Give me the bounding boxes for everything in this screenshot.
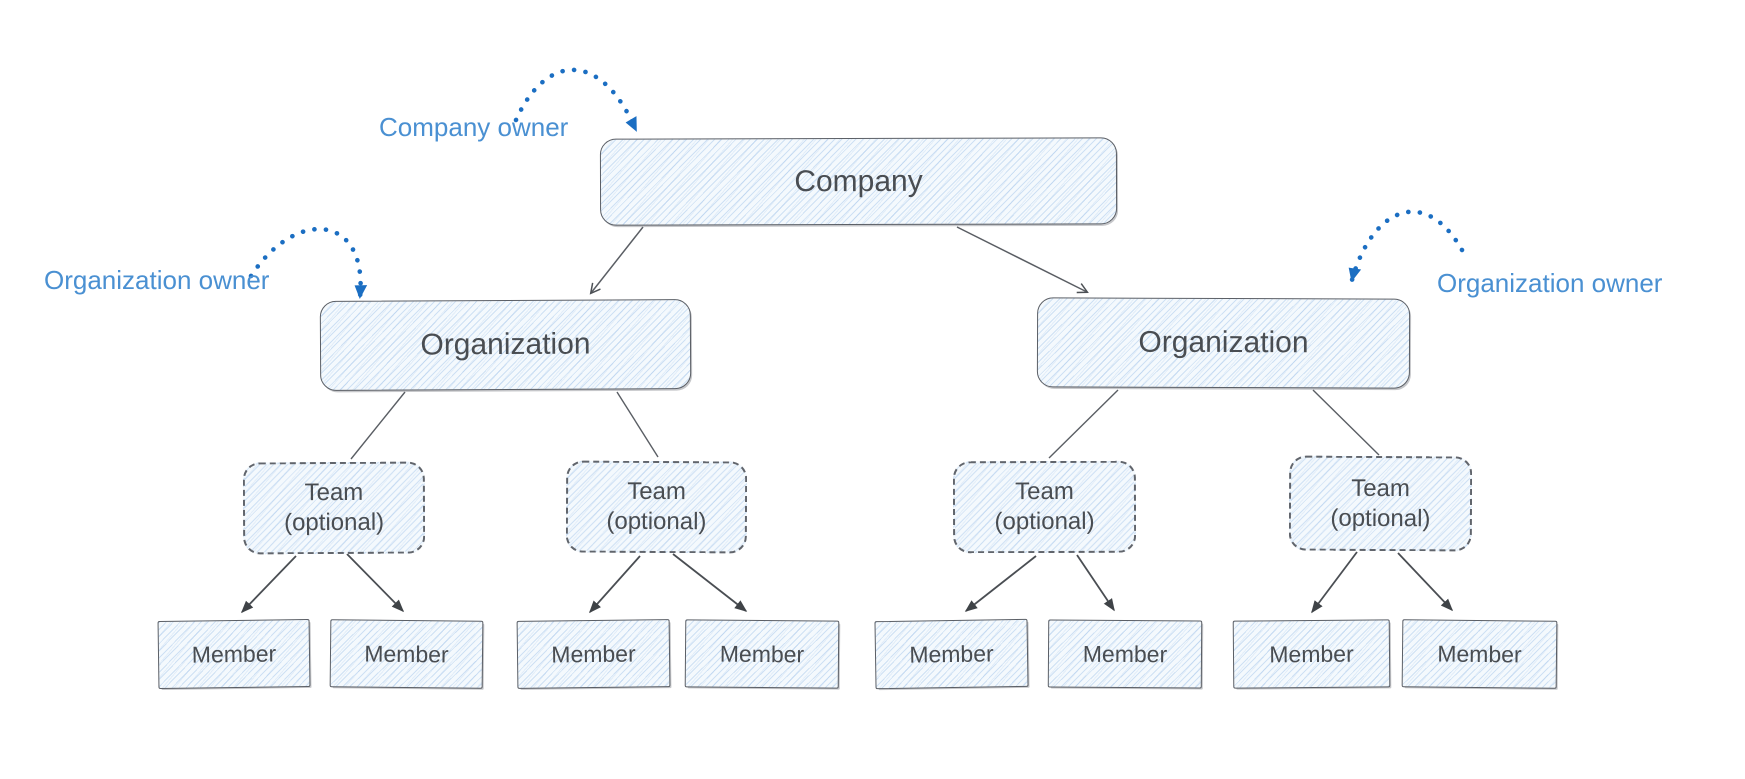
node-team-4-title: Team [1351,474,1410,502]
node-member-5-label: Member [909,639,994,668]
node-team-2-title: Team [627,477,686,506]
node-organization-left-label: Organization [420,327,591,362]
node-team-1-subtitle: (optional) [283,508,385,537]
node-team-4: Team (optional) [1288,455,1473,552]
node-team-1-title: Team [304,478,364,507]
connector-team3-member5 [964,555,1037,612]
connector-team2-member3 [589,555,641,614]
node-member-1: Member [157,618,311,690]
annotation-company-owner: Company owner [379,112,569,142]
connector-org-right-team-4 [1312,389,1380,456]
node-organization-right-label: Organization [1138,325,1309,360]
node-member-7: Member [1232,619,1391,689]
connector-company-org-left [591,226,644,293]
connector-team1-member2 [346,553,405,613]
annotation-organization-owner-left: Organization owner [44,265,270,295]
node-member-8-label: Member [1437,640,1522,667]
node-member-2: Member [329,619,484,689]
connector-org-left-team-2 [616,391,659,458]
node-member-5: Member [874,618,1029,690]
node-team-2: Team (optional) [565,460,748,554]
connector-team2-member4 [672,553,748,612]
node-member-7-label: Member [1269,640,1354,667]
node-company-label: Company [794,164,923,198]
connector-org-left-team-1 [350,391,406,460]
connector-team4-member7 [1311,551,1358,614]
node-team-3-title: Team [1015,477,1074,506]
connector-org-right-team-3 [1048,389,1119,459]
annotation-organization-owner-right: Organization owner [1437,268,1663,298]
node-member-3: Member [516,619,671,689]
node-team-3-subtitle: (optional) [994,507,1095,536]
node-member-3-label: Member [551,639,636,668]
node-organization-right: Organization [1036,297,1411,389]
node-member-6-label: Member [1082,640,1168,667]
connector-team4-member7-left [1076,554,1115,612]
node-team-3: Team (optional) [952,460,1137,554]
node-member-1-label: Member [191,639,277,668]
node-member-2-label: Member [364,640,449,667]
node-team-1: Team (optional) [242,461,426,555]
connector-team4-member8 [1397,552,1454,612]
node-member-6: Member [1047,619,1203,689]
node-team-4-subtitle: (optional) [1330,504,1431,532]
node-member-4: Member [684,619,840,689]
node-member-4-label: Member [719,640,805,667]
node-member-8: Member [1401,619,1558,689]
node-team-2-subtitle: (optional) [606,507,707,536]
connector-company-org-right [956,226,1087,292]
connector-team1-member1 [240,555,297,614]
node-organization-left: Organization [319,299,692,391]
node-company: Company [599,137,1118,226]
